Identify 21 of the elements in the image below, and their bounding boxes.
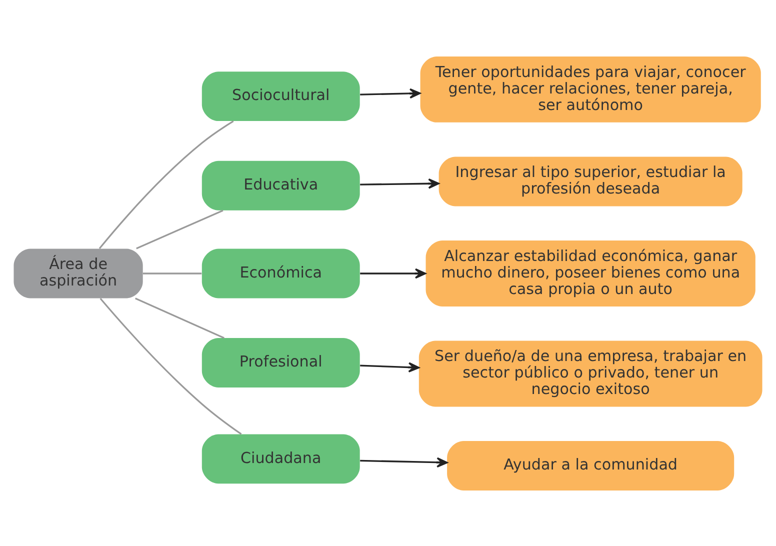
node-box: Ingresar al tipo superior, estudiar la profesión deseada bbox=[438, 156, 742, 206]
arrow bbox=[360, 178, 440, 188]
node-box: Alcanzar estabilidad económica, ganar mucho dinero, poseer bienes como una casa propia o un auto bbox=[426, 240, 756, 306]
node-box: Profesional bbox=[202, 338, 360, 387]
node-box: Educativa bbox=[202, 160, 360, 210]
node-box: Ser dueño/a de una empresa, trabajar en sector público o privado, tener un negocio exitoso bbox=[418, 340, 762, 406]
arrow bbox=[360, 268, 426, 278]
arrow bbox=[360, 362, 420, 372]
node-box: Económica bbox=[202, 248, 360, 298]
connector bbox=[134, 297, 224, 338]
node-box: Tener oportunidades para viajar, conocer gente, hacer relaciones, tener pareja, ser autónomo bbox=[420, 56, 761, 122]
connector bbox=[100, 297, 242, 434]
node-box: Sociocultural bbox=[202, 71, 360, 121]
arrow bbox=[360, 88, 421, 98]
connector bbox=[142, 272, 202, 274]
node-box: Área de aspiración bbox=[14, 248, 143, 298]
node-box: Ayudar a la comunidad bbox=[447, 440, 734, 490]
arrow bbox=[360, 456, 448, 468]
node-box: Ciudadana bbox=[202, 434, 360, 484]
connector bbox=[136, 209, 224, 249]
connector bbox=[98, 120, 234, 248]
